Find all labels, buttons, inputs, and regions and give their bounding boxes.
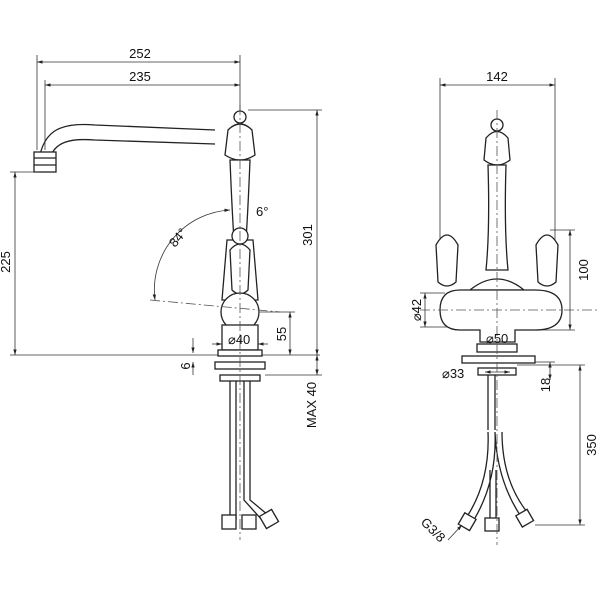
dim-350: 350 bbox=[584, 434, 599, 456]
mixer-body bbox=[439, 289, 563, 343]
dim-84-degrees: 84° bbox=[166, 225, 190, 250]
dim-235: 235 bbox=[129, 69, 151, 84]
spout bbox=[37, 123, 216, 171]
dim-301: 301 bbox=[300, 224, 315, 246]
hose-nut bbox=[221, 514, 237, 530]
dim-252: 252 bbox=[129, 46, 151, 61]
front-view: 142 100 ⌀42 ⌀50 ⌀33 18 350 G3/8 bbox=[409, 69, 600, 545]
dim-diameter-40: ⌀40 bbox=[228, 332, 250, 347]
dim-100: 100 bbox=[576, 259, 591, 281]
dim-142: 142 bbox=[486, 69, 508, 84]
dim-max-40: MAX 40 bbox=[304, 382, 319, 428]
dim-18: 18 bbox=[538, 378, 553, 392]
hose-nut bbox=[457, 511, 477, 532]
aerator bbox=[33, 151, 57, 173]
hoses bbox=[229, 381, 269, 521]
dim-g3-8: G3/8 bbox=[418, 515, 449, 546]
dim-55: 55 bbox=[274, 327, 289, 341]
dim-diameter-50: ⌀50 bbox=[486, 331, 508, 346]
column bbox=[485, 164, 509, 271]
mounting-plate bbox=[461, 355, 536, 364]
dim-diameter-42: ⌀42 bbox=[409, 299, 424, 321]
dim-diameter-33: ⌀33 bbox=[442, 366, 464, 381]
hoses bbox=[467, 375, 528, 520]
dim-6-degrees: 6° bbox=[256, 204, 268, 219]
dim-6: 6 bbox=[178, 362, 193, 369]
left-handle bbox=[435, 234, 459, 287]
dim-225: 225 bbox=[0, 251, 13, 273]
right-handle bbox=[535, 234, 559, 287]
side-view: 252 235 225 301 6° 84° 55 ⌀40 6 MAX 40 bbox=[0, 46, 322, 540]
